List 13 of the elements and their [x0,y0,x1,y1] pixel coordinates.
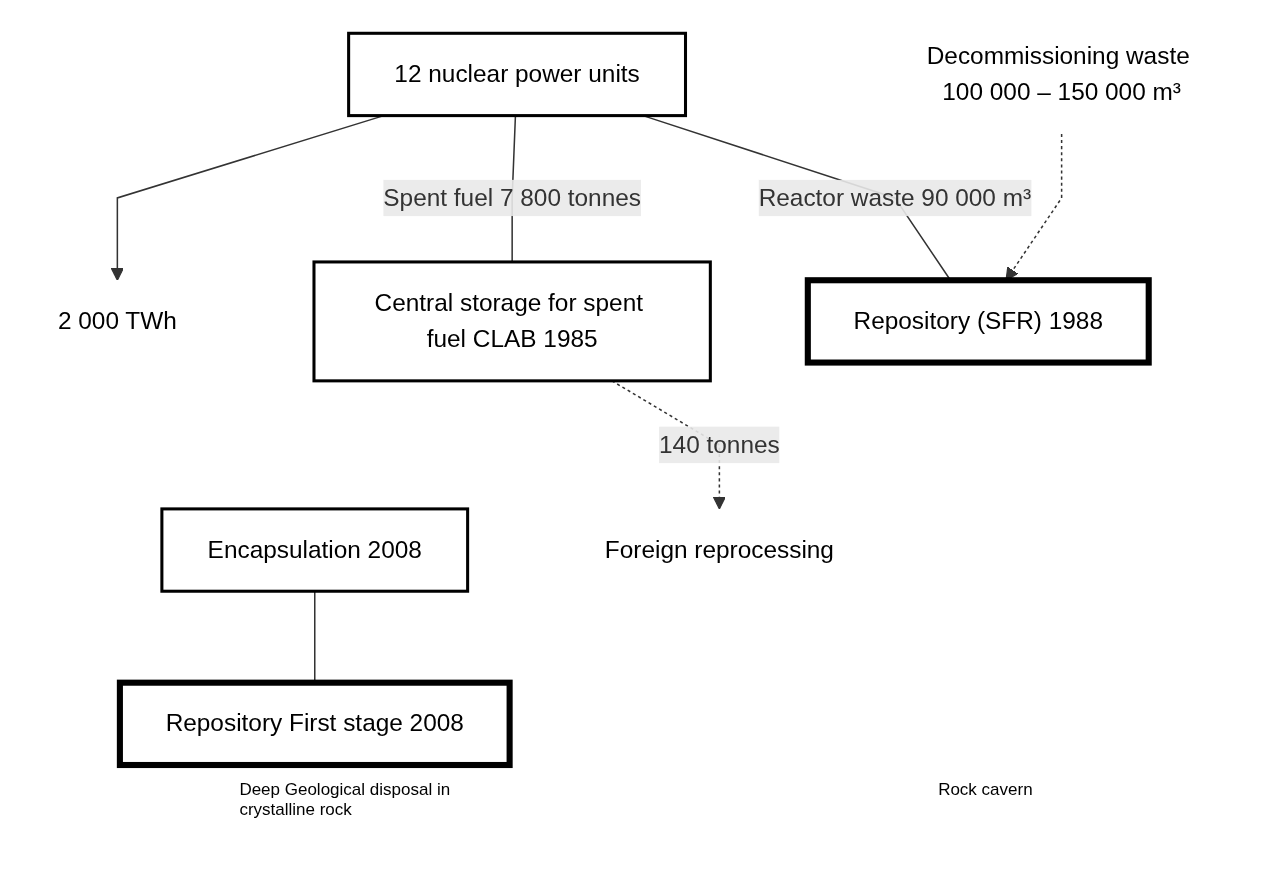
note-text: Rock cavern [938,780,1033,800]
edge-label: 140 tonnes [659,431,780,458]
node-box: 12 nuclear power units [347,31,688,118]
node-box: Repository First stage 2008 [116,679,513,769]
node-text: Foreign reprocessing [604,536,834,563]
edge-label: Spent fuel 7 800 tonnes [383,184,641,211]
node-text: 2 000 TWh [57,307,177,334]
edge-label: Reactor waste 90 000 m³ [758,184,1032,211]
node-text: Decommissioning waste 100 000 – 150 000 m³ [926,42,1190,105]
node-box: Repository (SFR) 1988 [804,277,1152,366]
node-box: Encapsulation 2008 [160,507,470,593]
note-text: Deep Geological disposal in crystalline rock [239,780,452,820]
node-box: Central storage for spent fuel CLAB 1985 [312,260,712,383]
